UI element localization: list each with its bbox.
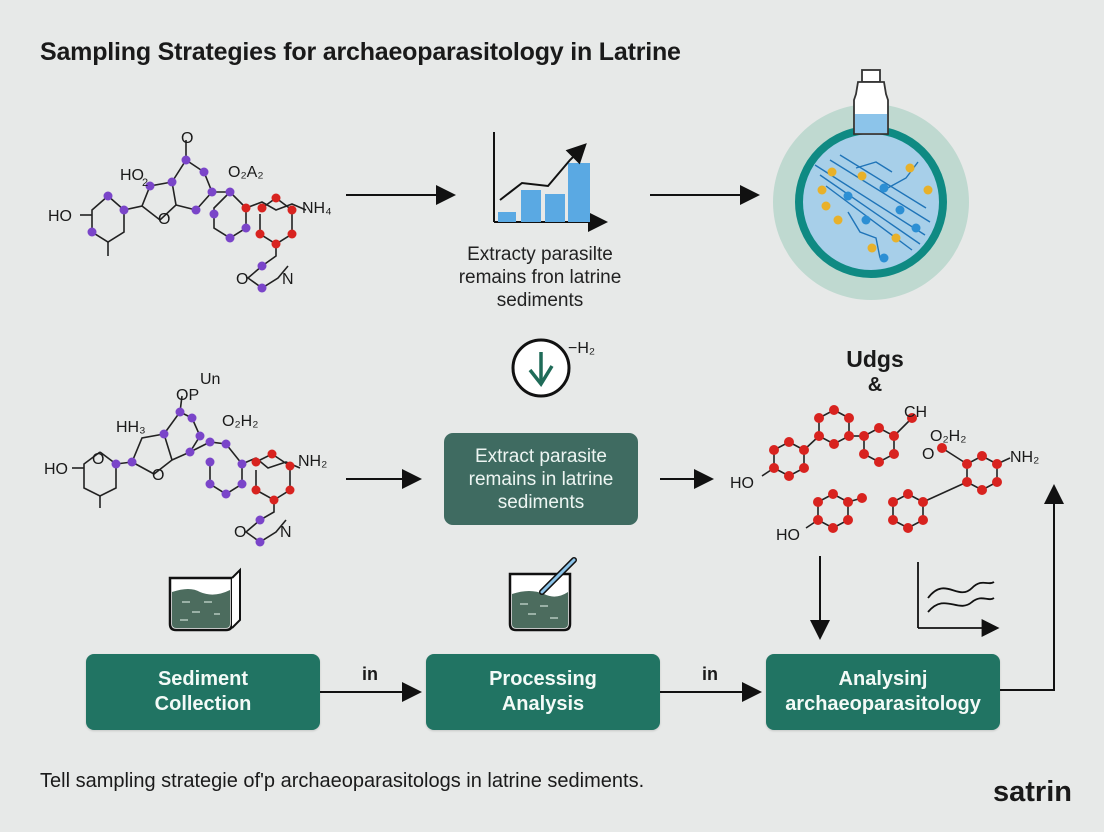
step-line: Collection bbox=[154, 693, 252, 715]
atom-label: NH₄ bbox=[302, 200, 332, 217]
molecule-top-left bbox=[80, 140, 307, 289]
atom-label: O bbox=[181, 130, 193, 147]
atom-label: O bbox=[152, 467, 164, 484]
petri-dish-icon bbox=[773, 69, 969, 300]
extract-parasite-box: Extract parasite remains in latrine sedi… bbox=[444, 433, 638, 525]
right-heading-line: & bbox=[867, 374, 883, 396]
molecule-top-left-labels: HO HO 2 O O O₂A₂ NH₄ O N bbox=[48, 130, 332, 288]
atom-label: HO bbox=[120, 167, 144, 184]
atom-label: OP bbox=[176, 387, 199, 404]
atom-label: NH₂ bbox=[1010, 449, 1039, 466]
caption-line: sediments bbox=[496, 290, 584, 311]
atom-label: HH₃ bbox=[116, 419, 146, 436]
atom-label: O bbox=[922, 446, 934, 463]
bar-chart-icon bbox=[493, 132, 608, 232]
atom-label: N bbox=[280, 524, 292, 541]
molecule-mid-left-atoms bbox=[111, 407, 295, 547]
atom-label: HO bbox=[48, 208, 72, 225]
caption-line: remains fron latrine bbox=[458, 267, 622, 288]
step-processing-analysis: Processing Analysis bbox=[426, 654, 660, 730]
down-arrow-icon: −H₂ bbox=[511, 338, 595, 398]
connector-label: in bbox=[702, 664, 718, 684]
atom-label: O bbox=[158, 211, 170, 228]
box-line: sediments bbox=[497, 491, 585, 513]
brand-logo-text: satrin bbox=[993, 776, 1072, 808]
processing-beaker-icon bbox=[508, 557, 577, 632]
molecule-top-left-atoms bbox=[87, 155, 297, 293]
chart-caption: Extracty parasilte remains fron latrine … bbox=[420, 243, 660, 312]
atom-label: HO bbox=[44, 461, 68, 478]
atom-label: Un bbox=[200, 371, 220, 388]
molecule-mid-left-labels: HO O HH₃ OP Un O O₂H₂ NH₂ O N bbox=[44, 371, 327, 541]
step-line: Analysis bbox=[501, 693, 585, 715]
atom-label: O bbox=[236, 271, 248, 288]
step-sediment-collection: Sediment Collection bbox=[86, 654, 320, 730]
step-line: archaeoparasitology bbox=[785, 693, 981, 715]
molecule-mid-left bbox=[72, 395, 301, 543]
box-line: remains in latrine bbox=[468, 468, 614, 490]
atom-label: O₂H₂ bbox=[930, 428, 966, 445]
step-line: Sediment bbox=[157, 668, 248, 690]
atom-label: HO bbox=[730, 475, 754, 492]
sediment-container-icon bbox=[168, 567, 241, 632]
step-analysing: Analysinj archaeoparasitology bbox=[766, 654, 1000, 730]
right-heading: Udgs & bbox=[820, 344, 930, 396]
atom-label: 2 bbox=[142, 177, 148, 189]
footer-caption: Tell sampling strategie of'p archaeopara… bbox=[40, 770, 645, 792]
molecule-right-atoms bbox=[769, 405, 1002, 533]
page-title: Sampling Strategies for archaeoparasitol… bbox=[40, 38, 681, 66]
box-line: Extract parasite bbox=[474, 445, 607, 467]
atom-label: N bbox=[282, 271, 294, 288]
right-heading-line: Udgs bbox=[846, 346, 904, 372]
atom-label: O₂A₂ bbox=[228, 164, 264, 181]
atom-label: O bbox=[234, 524, 246, 541]
step-line: Analysinj bbox=[838, 668, 928, 690]
caption-line: Extracty parasilte bbox=[467, 244, 613, 265]
return-arrow bbox=[1000, 484, 1064, 691]
atom-label: HO bbox=[776, 527, 800, 544]
down-icon-label: −H₂ bbox=[568, 340, 595, 357]
step-line: Processing bbox=[489, 668, 597, 690]
atom-label: O bbox=[92, 451, 104, 468]
molecule-right-labels: CH O₂H₂ O NH₂ HO HO bbox=[730, 404, 1039, 544]
connector-label: in bbox=[362, 664, 378, 684]
atom-label: O₂H₂ bbox=[222, 413, 258, 430]
atom-label: NH₂ bbox=[298, 453, 327, 470]
atom-label: CH bbox=[904, 404, 927, 421]
line-chart-icon bbox=[917, 562, 1000, 637]
